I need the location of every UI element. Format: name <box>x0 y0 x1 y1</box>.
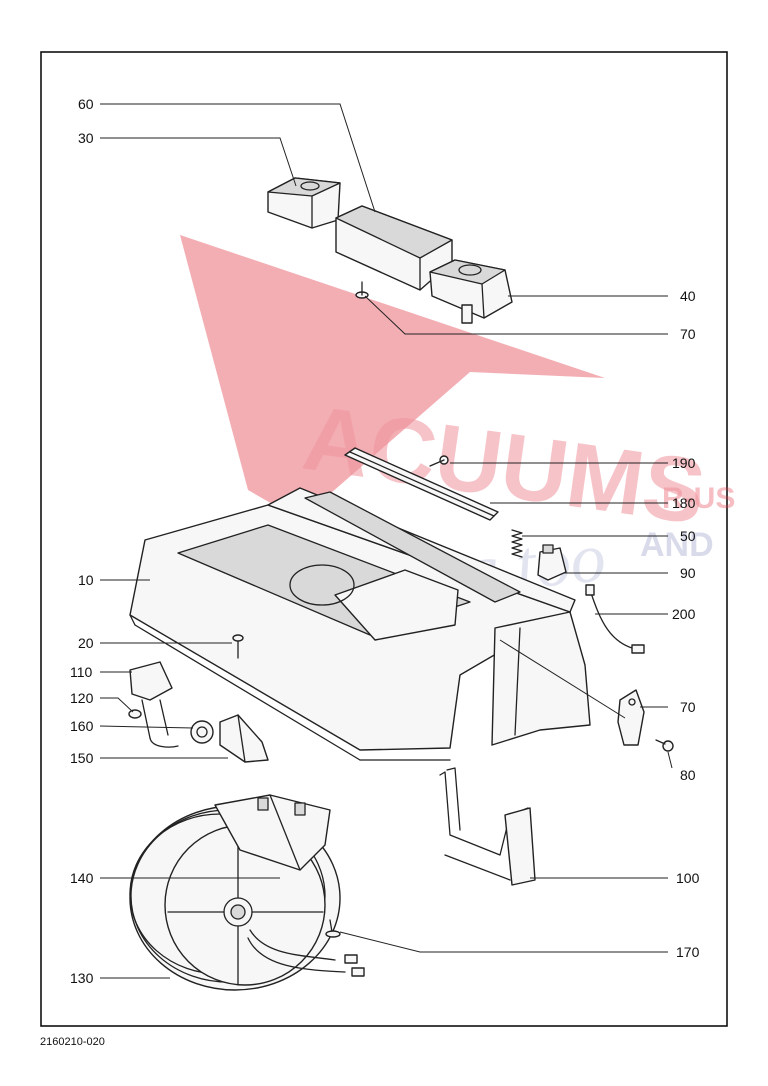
part-140-reel-holder <box>214 794 331 871</box>
callout-160: 160 <box>70 718 94 734</box>
cord-reel-wires <box>247 929 365 977</box>
part-80-screw <box>655 739 674 752</box>
part-150-bracket <box>219 714 269 763</box>
part-70-top-screw <box>355 281 369 299</box>
callout-110: 110 <box>70 664 93 680</box>
part-100-reel-bracket <box>439 767 536 886</box>
part-10-main-housing <box>129 487 591 761</box>
watermark-rus-text: R-US <box>662 482 735 515</box>
callout-190: 190 <box>672 455 696 471</box>
part-70-clip <box>617 689 645 746</box>
part-110-connector-block <box>129 661 179 748</box>
callout-170: 170 <box>676 944 700 960</box>
callout-40: 40 <box>680 288 696 304</box>
callout-70-right: 70 <box>680 699 696 715</box>
diagram-frame <box>40 51 728 1027</box>
part-90-switch <box>537 544 567 581</box>
callout-50: 50 <box>680 528 696 544</box>
watermark-and-text: AND <box>640 526 714 564</box>
callout-20: 20 <box>78 635 94 651</box>
part-20-screw <box>232 634 244 659</box>
callout-180: 180 <box>672 495 696 511</box>
callout-10: 10 <box>78 572 94 588</box>
callout-120: 120 <box>70 690 94 706</box>
watermark-v-shape <box>180 235 605 520</box>
callout-200: 200 <box>672 606 696 622</box>
callout-130: 130 <box>70 970 94 986</box>
part-30-left-cover-cap <box>267 177 341 229</box>
callout-100: 100 <box>676 870 700 886</box>
part-190-screw <box>429 455 449 467</box>
document-code: 2160210-020 <box>40 1036 105 1048</box>
callout-80: 80 <box>680 767 696 783</box>
part-120-screw <box>128 709 142 719</box>
leader-lines <box>99 103 673 979</box>
part-160-grommet <box>190 720 214 744</box>
part-180-cover-bar <box>344 447 499 521</box>
part-40-right-cover-cap <box>429 259 513 324</box>
callout-90: 90 <box>680 565 696 581</box>
callout-70-top: 70 <box>680 326 696 342</box>
callout-labels: 60 30 40 70 190 180 50 90 10 200 20 110 … <box>70 96 700 986</box>
callout-30: 30 <box>78 130 94 146</box>
callout-150: 150 <box>70 750 94 766</box>
part-50-spring <box>511 529 523 558</box>
part-170-pin <box>325 919 341 938</box>
part-200-wire <box>585 584 645 654</box>
callout-140: 140 <box>70 870 94 886</box>
callout-60: 60 <box>78 96 94 112</box>
